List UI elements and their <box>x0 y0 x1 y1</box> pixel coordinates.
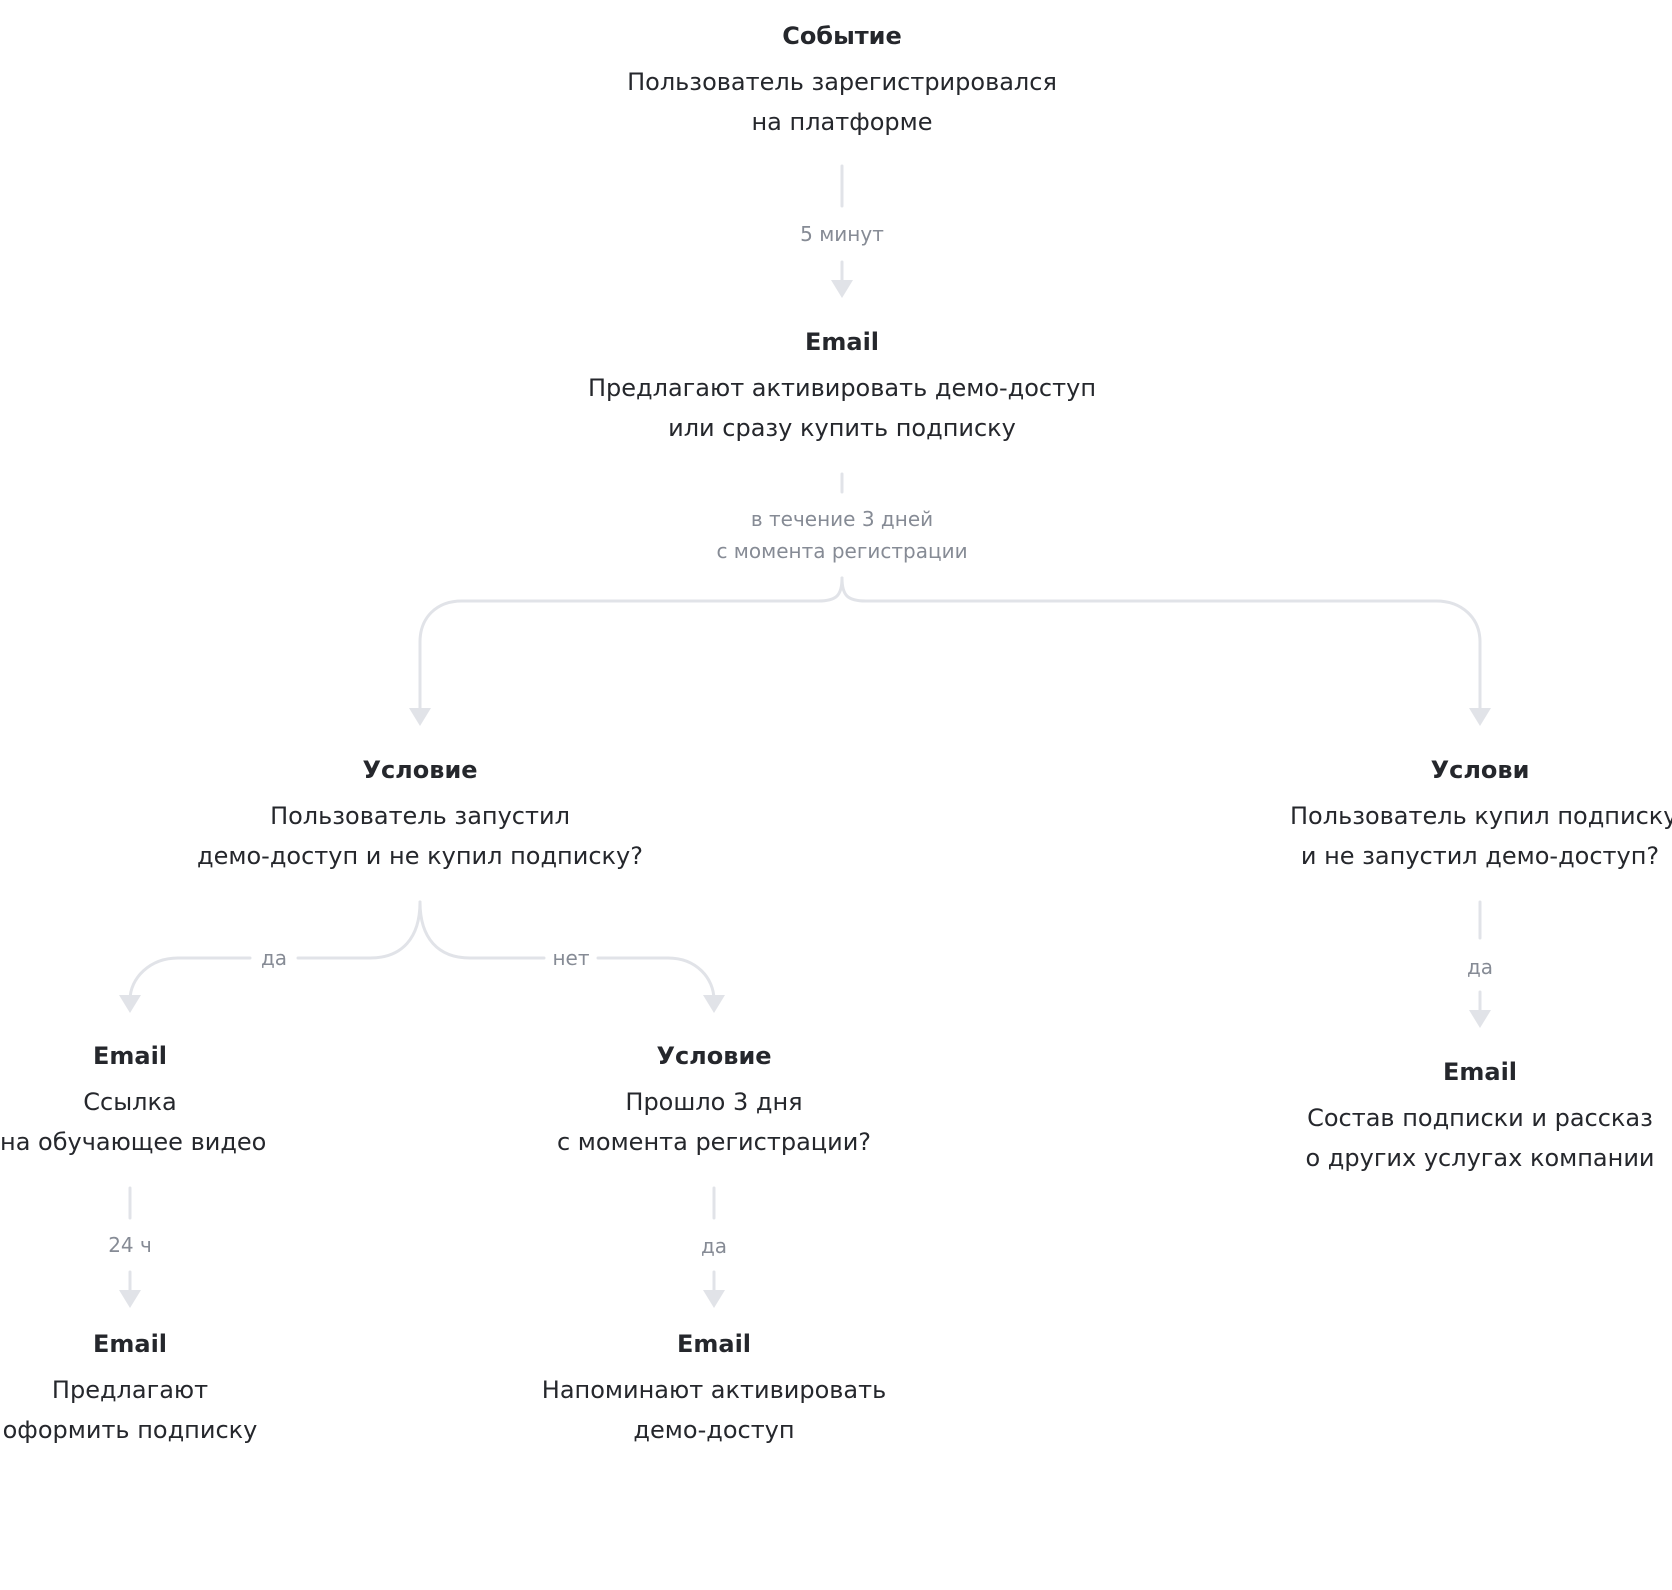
node-cond-bought: Услови Пользователь купил подписку и не … <box>1290 756 1672 876</box>
node-email-subscribe-text: Предлагают оформить подписку <box>0 1370 260 1450</box>
arrowhead-cond-demo <box>409 708 431 726</box>
arrowhead-cond-bought <box>1469 708 1491 726</box>
node-email-video-line-1: Ссылка <box>83 1088 177 1116</box>
node-cond-3days-title: Условие <box>656 1042 772 1070</box>
node-email-offer-text: Предлагают активировать демо-доступ или … <box>562 368 1122 448</box>
node-event-text: Пользователь зарегистрировался на платфо… <box>562 62 1122 142</box>
edge-label-yes-3days: да <box>514 1230 914 1262</box>
node-email-composition-title: Email <box>1442 1058 1518 1086</box>
edge-label-no-left: нет <box>371 942 771 974</box>
node-event-line-2: на платформе <box>751 108 933 136</box>
node-email-remind-line-2: демо-доступ <box>633 1416 795 1444</box>
edge-label-three-days: в течение 3 дней с момента регистрации <box>642 503 1042 567</box>
connector-branch-right <box>840 576 1482 714</box>
node-email-subscribe-line-1: Предлагают <box>51 1376 209 1404</box>
node-cond-bought-title: Услови <box>1430 756 1530 784</box>
node-cond-demo-title: Условие <box>362 756 478 784</box>
node-email-subscribe-line-2: оформить подписку <box>2 1416 258 1444</box>
node-email-remind-text: Напоминают активировать демо-доступ <box>434 1370 994 1450</box>
edge-label-yes-left: да <box>74 942 474 974</box>
arrowhead-email-offer <box>831 280 853 298</box>
node-email-offer-line-2: или сразу купить подписку <box>668 414 1016 442</box>
edge-label-24h: 24 ч <box>0 1229 330 1261</box>
node-cond-3days-line-1: Прошло 3 дня <box>625 1088 803 1116</box>
node-email-remind: Email Напоминают активировать демо-досту… <box>434 1330 994 1450</box>
edge-label-yes-right-text: да <box>1466 955 1494 979</box>
node-cond-bought-line-1: Пользователь купил подписку <box>1290 802 1672 830</box>
connector-branch-left <box>418 576 844 714</box>
node-email-composition: Email Состав подписки и рассказ о других… <box>1290 1058 1670 1178</box>
edge-label-five-min-text: 5 минут <box>800 222 884 246</box>
edge-label-five-min: 5 минут <box>642 218 1042 250</box>
node-cond-demo-line-2: демо-доступ и не купил подписку? <box>197 842 643 870</box>
connector-cond-no <box>418 900 716 1002</box>
node-email-remind-title: Email <box>676 1330 752 1358</box>
node-event-title: Событие <box>782 22 902 50</box>
edge-label-24h-text: 24 ч <box>108 1233 152 1257</box>
node-email-video: Email Ссылка на обучающее видео <box>0 1042 267 1162</box>
node-event-line-1: Пользователь зарегистрировался <box>627 68 1057 96</box>
node-email-subscribe: Email Предлагают оформить подписку <box>0 1330 260 1450</box>
edge-label-yes-left-text: да <box>260 946 288 970</box>
node-email-video-title: Email <box>92 1042 168 1070</box>
edge-label-yes-right: да <box>1280 951 1672 983</box>
node-event: Событие Пользователь зарегистрировался н… <box>562 22 1122 142</box>
node-cond-3days-line-2: с момента регистрации? <box>556 1128 872 1156</box>
arrowhead-email-video <box>119 995 141 1013</box>
edge-label-no-left-text: нет <box>552 946 590 970</box>
edge-label-three-days-line-2: с момента регистрации <box>716 539 968 563</box>
node-cond-demo: Условие Пользователь запустил демо-досту… <box>140 756 700 876</box>
node-email-offer-title: Email <box>804 328 880 356</box>
node-email-offer-line-1: Предлагают активировать демо-доступ <box>587 374 1097 402</box>
node-cond-demo-line-1: Пользователь запустил <box>270 802 570 830</box>
node-email-video-text: Ссылка на обучающее видео <box>0 1082 267 1162</box>
node-email-offer: Email Предлагают активировать демо-досту… <box>562 328 1122 448</box>
node-cond-3days-text: Прошло 3 дня с момента регистрации? <box>434 1082 994 1162</box>
node-email-composition-line-2: о других услугах компании <box>1305 1144 1655 1172</box>
node-cond-bought-text: Пользователь купил подписку и не запусти… <box>1290 796 1672 876</box>
edge-label-yes-3days-text: да <box>700 1234 728 1258</box>
edge-label-three-days-line-1: в течение 3 дней <box>750 507 934 531</box>
node-cond-3days: Условие Прошло 3 дня с момента регистрац… <box>434 1042 994 1162</box>
node-email-composition-line-1: Состав подписки и рассказ <box>1307 1104 1653 1132</box>
node-cond-demo-text: Пользователь запустил демо-доступ и не к… <box>140 796 700 876</box>
node-email-composition-text: Состав подписки и рассказ о других услуг… <box>1290 1098 1670 1178</box>
arrowhead-cond-3days <box>703 995 725 1013</box>
node-email-subscribe-title: Email <box>92 1330 168 1358</box>
arrowhead-email-remind <box>703 1290 725 1308</box>
node-cond-bought-line-2: и не запустил демо-доступ? <box>1300 842 1660 870</box>
node-email-remind-line-1: Напоминают активировать <box>541 1376 887 1404</box>
node-email-video-line-2: на обучающее видео <box>0 1128 267 1156</box>
arrowhead-email-subscribe <box>119 1290 141 1308</box>
arrowhead-email-composition <box>1469 1010 1491 1028</box>
